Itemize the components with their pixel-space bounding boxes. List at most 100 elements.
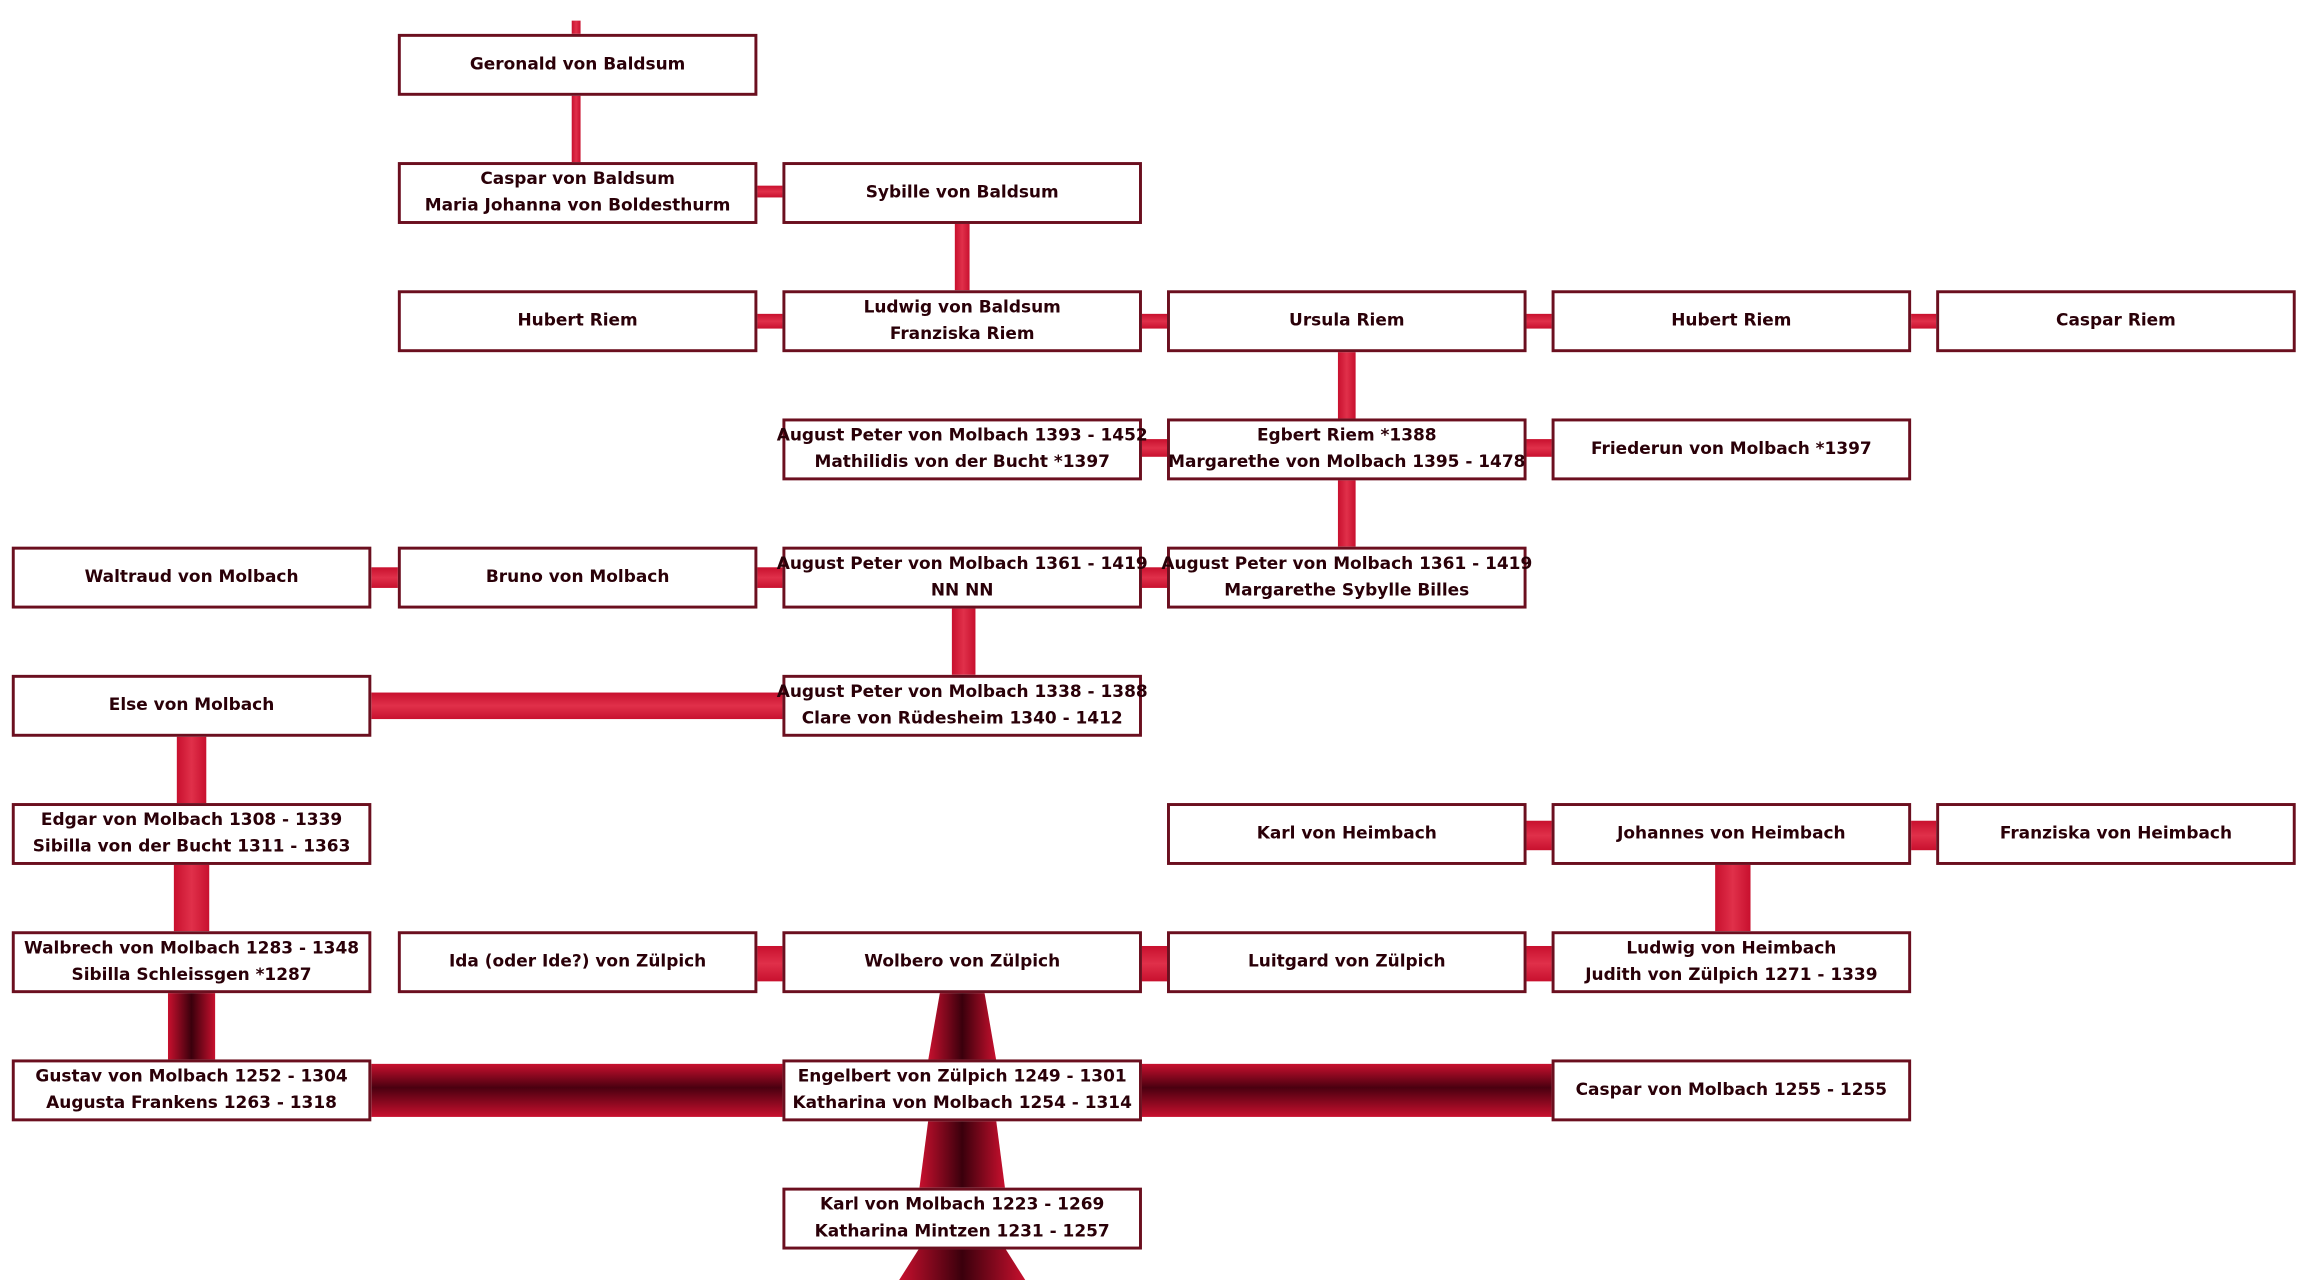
person-engelbert-katharina[interactable]: Engelbert von Zülpich 1249 - 1301 Kathar… [782, 1059, 1142, 1122]
link [755, 313, 784, 329]
person-caspar-maria[interactable]: Caspar von Baldsum Maria Johanna von Bol… [397, 162, 758, 224]
person-johannes-von-heimbach[interactable]: Johannes von Heimbach [1551, 803, 1912, 865]
person-line: Ida (oder Ide?) von Zülpich [448, 950, 707, 972]
person-line: Else von Molbach [108, 694, 275, 715]
link [371, 692, 784, 720]
person-line: Wolbero von Zülpich [864, 950, 1061, 972]
person-line: Geronald von Baldsum [469, 53, 686, 74]
link [176, 735, 207, 804]
link [167, 991, 216, 1060]
person-line: Caspar von Baldsum [480, 168, 675, 189]
link [755, 945, 784, 982]
person-sybille-von-baldsum[interactable]: Sybille von Baldsum [782, 162, 1142, 224]
link [1337, 478, 1356, 547]
link [1140, 313, 1169, 329]
person-caspar-von-molbach[interactable]: Caspar von Molbach 1255 - 1255 [1551, 1059, 1912, 1122]
person-line: August Peter von Molbach 1338 - 1388 [776, 681, 1148, 702]
person-august-margarethe[interactable]: August Peter von Molbach 1361 - 1419 Mar… [1161, 546, 1532, 609]
link [1525, 439, 1554, 457]
person-egbert-margarethe[interactable]: Egbert Riem *1388 Margarethe von Molbach… [1167, 418, 1527, 481]
spouse-line: Sibilla Schleissgen *1287 [71, 963, 312, 985]
person-ludwig-judith[interactable]: Ludwig von Heimbach Judith von Zülpich 1… [1551, 931, 1912, 994]
link [1337, 350, 1356, 419]
person-hubert-riem-2[interactable]: Hubert Riem [1551, 290, 1912, 353]
link [371, 567, 400, 588]
spouse-line: Clare von Rüdesheim 1340 - 1412 [801, 707, 1123, 728]
spouse-line: Katharina von Molbach 1254 - 1314 [792, 1091, 1132, 1113]
person-franziska-von-heimbach[interactable]: Franziska von Heimbach [1936, 803, 2296, 865]
person-hubert-riem[interactable]: Hubert Riem [397, 290, 758, 353]
person-line: August Peter von Molbach 1393 - 1452 [776, 424, 1148, 446]
person-wolbero-von-zuelpich[interactable]: Wolbero von Zülpich [782, 931, 1142, 994]
spouse-line: Augusta Frankens 1263 - 1318 [46, 1091, 337, 1113]
link [755, 567, 784, 588]
person-karl-katharina[interactable]: Karl von Molbach 1223 - 1269 Katharina M… [782, 1187, 1142, 1250]
person-caspar-riem[interactable]: Caspar Riem [1936, 290, 2296, 353]
person-line: Franziska von Heimbach [1999, 822, 2233, 843]
link [951, 607, 976, 675]
person-line: Luitgard von Zülpich [1247, 950, 1446, 972]
person-bruno-von-molbach[interactable]: Bruno von Molbach [397, 546, 758, 609]
link [571, 94, 581, 163]
link [954, 222, 970, 291]
spouse-line: Margarethe von Molbach 1395 - 1478 [1168, 450, 1526, 472]
person-line: Ludwig von Heimbach [1626, 937, 1837, 959]
link [1525, 820, 1554, 851]
person-line: August Peter von Molbach 1361 - 1419 [1161, 552, 1533, 574]
link [755, 185, 784, 198]
person-geronald-von-baldsum[interactable]: Geronald von Baldsum [397, 33, 758, 96]
person-line: Sybille von Baldsum [865, 181, 1059, 203]
person-friederun-von-molbach[interactable]: Friederun von Molbach *1397 [1551, 418, 1912, 481]
spouse-line: NN NN [930, 579, 994, 600]
person-line: Walbrech von Molbach 1283 - 1348 [24, 937, 360, 959]
person-waltraud-von-molbach[interactable]: Waltraud von Molbach [11, 546, 372, 609]
link [1715, 863, 1751, 932]
person-line: Caspar von Molbach 1255 - 1255 [1575, 1078, 1888, 1100]
person-august-clare[interactable]: August Peter von Molbach 1338 - 1388 Cla… [777, 674, 1148, 737]
person-luitgard-von-zuelpich[interactable]: Luitgard von Zülpich [1167, 931, 1527, 994]
spouse-line: Sibilla von der Bucht 1311 - 1363 [32, 835, 351, 857]
spouse-line: Katharina Mintzen 1231 - 1257 [814, 1220, 1110, 1241]
person-line: Karl von Molbach 1223 - 1269 [820, 1193, 1105, 1215]
link [173, 863, 210, 932]
person-ursula-riem[interactable]: Ursula Riem [1167, 290, 1527, 353]
link [1909, 313, 1938, 329]
link [1140, 439, 1169, 457]
person-line: Gustav von Molbach 1252 - 1304 [35, 1065, 348, 1087]
link [919, 1119, 1005, 1188]
person-walbrech-sibilla[interactable]: Walbrech von Molbach 1283 - 1348 Sibilla… [11, 931, 372, 994]
spouse-line: Judith von Zülpich 1271 - 1339 [1585, 963, 1878, 985]
person-line: Ursula Riem [1289, 309, 1405, 331]
person-line: Bruno von Molbach [485, 565, 670, 587]
person-ludwig-franziska[interactable]: Ludwig von Baldsum Franziska Riem [782, 290, 1142, 353]
link [1525, 945, 1554, 982]
person-else-von-molbach[interactable]: Else von Molbach [11, 674, 372, 737]
link [1525, 313, 1554, 329]
person-line: Egbert Riem *1388 [1256, 424, 1437, 446]
link [1140, 1063, 1554, 1117]
spouse-line: Mathilidis von der Bucht *1397 [814, 450, 1110, 472]
person-august-mathilidis[interactable]: August Peter von Molbach 1393 - 1452 Mat… [777, 418, 1148, 481]
person-line: Hubert Riem [517, 309, 638, 331]
person-line: August Peter von Molbach 1361 - 1419 [776, 552, 1148, 574]
person-line: Karl von Heimbach [1256, 822, 1437, 843]
link [1909, 820, 1938, 851]
person-line: Edgar von Molbach 1308 - 1339 [40, 809, 343, 830]
link [1140, 567, 1169, 588]
link [1140, 945, 1169, 982]
person-august-nn[interactable]: August Peter von Molbach 1361 - 1419 NN … [777, 546, 1148, 609]
person-ida-von-zuelpich[interactable]: Ida (oder Ide?) von Zülpich [397, 931, 758, 994]
person-line: Johannes von Heimbach [1617, 822, 1846, 843]
link [899, 1248, 1026, 1280]
person-edgar-sibilla[interactable]: Edgar von Molbach 1308 - 1339 Sibilla vo… [11, 803, 372, 865]
link [371, 1063, 784, 1117]
person-karl-von-heimbach[interactable]: Karl von Heimbach [1167, 803, 1527, 865]
spouse-line: Maria Johanna von Boldesthurm [424, 194, 731, 216]
spouse-line: Margarethe Sybylle Billes [1224, 579, 1470, 600]
person-gustav-augusta[interactable]: Gustav von Molbach 1252 - 1304 Augusta F… [11, 1059, 372, 1122]
person-line: Waltraud von Molbach [84, 565, 299, 587]
link [928, 991, 997, 1060]
person-line: Friederun von Molbach *1397 [1590, 437, 1872, 459]
